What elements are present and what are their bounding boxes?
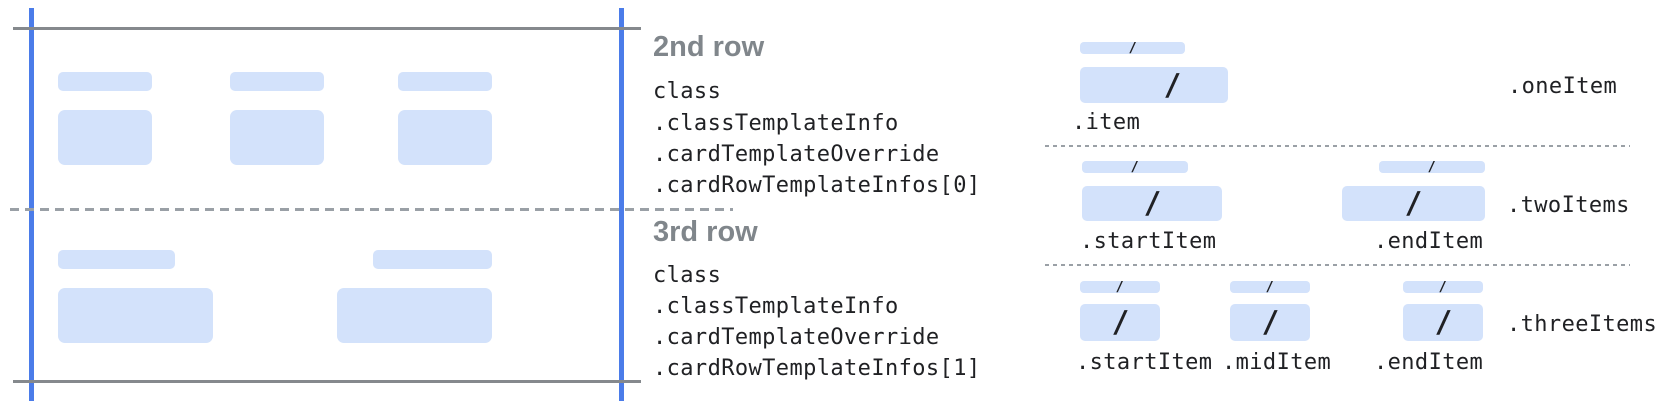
item-large-bar: / (1403, 304, 1483, 341)
code-line: class (653, 263, 722, 288)
item-large-bar: / (1082, 186, 1222, 221)
card-left-edge-guide (29, 8, 34, 401)
layout-name: .oneItem (1508, 74, 1618, 99)
code-line: .classTemplateInfo (653, 294, 899, 319)
item-label: .midItem (1222, 350, 1332, 375)
placeholder-value-block (230, 110, 324, 165)
slash-glyph: / (1266, 281, 1274, 293)
slash-glyph: / (1439, 281, 1447, 293)
slash-glyph: / (1112, 305, 1128, 340)
item-small-bar: / (1080, 281, 1160, 293)
layout-name: .threeItems (1507, 312, 1658, 337)
code-line: .classTemplateInfo (653, 111, 899, 136)
item-label: .startItem (1080, 229, 1217, 254)
row-heading: 3rd row (653, 216, 758, 248)
item-small-bar: / (1080, 42, 1185, 54)
placeholder-value-block (398, 110, 492, 165)
layout-name: .twoItems (1507, 193, 1630, 218)
card-top-edge-guide (13, 27, 641, 30)
layout-section-divider (1045, 264, 1630, 266)
placeholder-value-block (58, 110, 152, 165)
item-small-bar: / (1082, 161, 1188, 173)
code-line: .cardRowTemplateInfos[0] (653, 173, 981, 198)
item-label: .endItem (1374, 229, 1484, 254)
row-heading: 2nd row (653, 31, 765, 63)
item-large-bar: / (1230, 304, 1310, 341)
item-large-bar: / (1080, 67, 1228, 103)
placeholder-value-block (58, 288, 213, 343)
card-right-edge-guide (619, 8, 624, 401)
slash-glyph: / (1405, 186, 1422, 221)
item-small-bar: / (1403, 281, 1483, 293)
item-label: .item (1072, 110, 1141, 135)
slash-glyph: / (1116, 281, 1124, 293)
item-small-bar: / (1379, 161, 1485, 173)
item-small-bar: / (1230, 281, 1310, 293)
slash-glyph: / (1262, 305, 1278, 340)
code-line: .cardTemplateOverride (653, 142, 940, 167)
placeholder-label-block (398, 72, 492, 91)
slash-glyph: / (1428, 161, 1436, 173)
card-bottom-edge-guide (13, 380, 641, 383)
slash-glyph: / (1144, 186, 1160, 221)
layout-section-divider (1045, 145, 1630, 147)
slash-glyph: / (1435, 305, 1451, 340)
item-large-bar: / (1342, 186, 1485, 221)
placeholder-value-block (337, 288, 492, 343)
card-row-divider-dashed (10, 208, 733, 211)
slash-glyph: / (1131, 161, 1139, 173)
item-large-bar: / (1080, 304, 1160, 341)
slash-glyph: / (1128, 42, 1137, 54)
placeholder-label-block (58, 72, 152, 91)
item-label: .endItem (1374, 350, 1484, 375)
item-label: .startItem (1076, 350, 1213, 375)
slash-glyph: / (1164, 67, 1180, 103)
placeholder-label-block (58, 250, 175, 269)
code-line: .cardTemplateOverride (653, 325, 940, 350)
placeholder-label-block (373, 250, 492, 269)
placeholder-label-block (230, 72, 324, 91)
code-line: .cardRowTemplateInfos[1] (653, 356, 981, 381)
code-line: class (653, 79, 722, 104)
